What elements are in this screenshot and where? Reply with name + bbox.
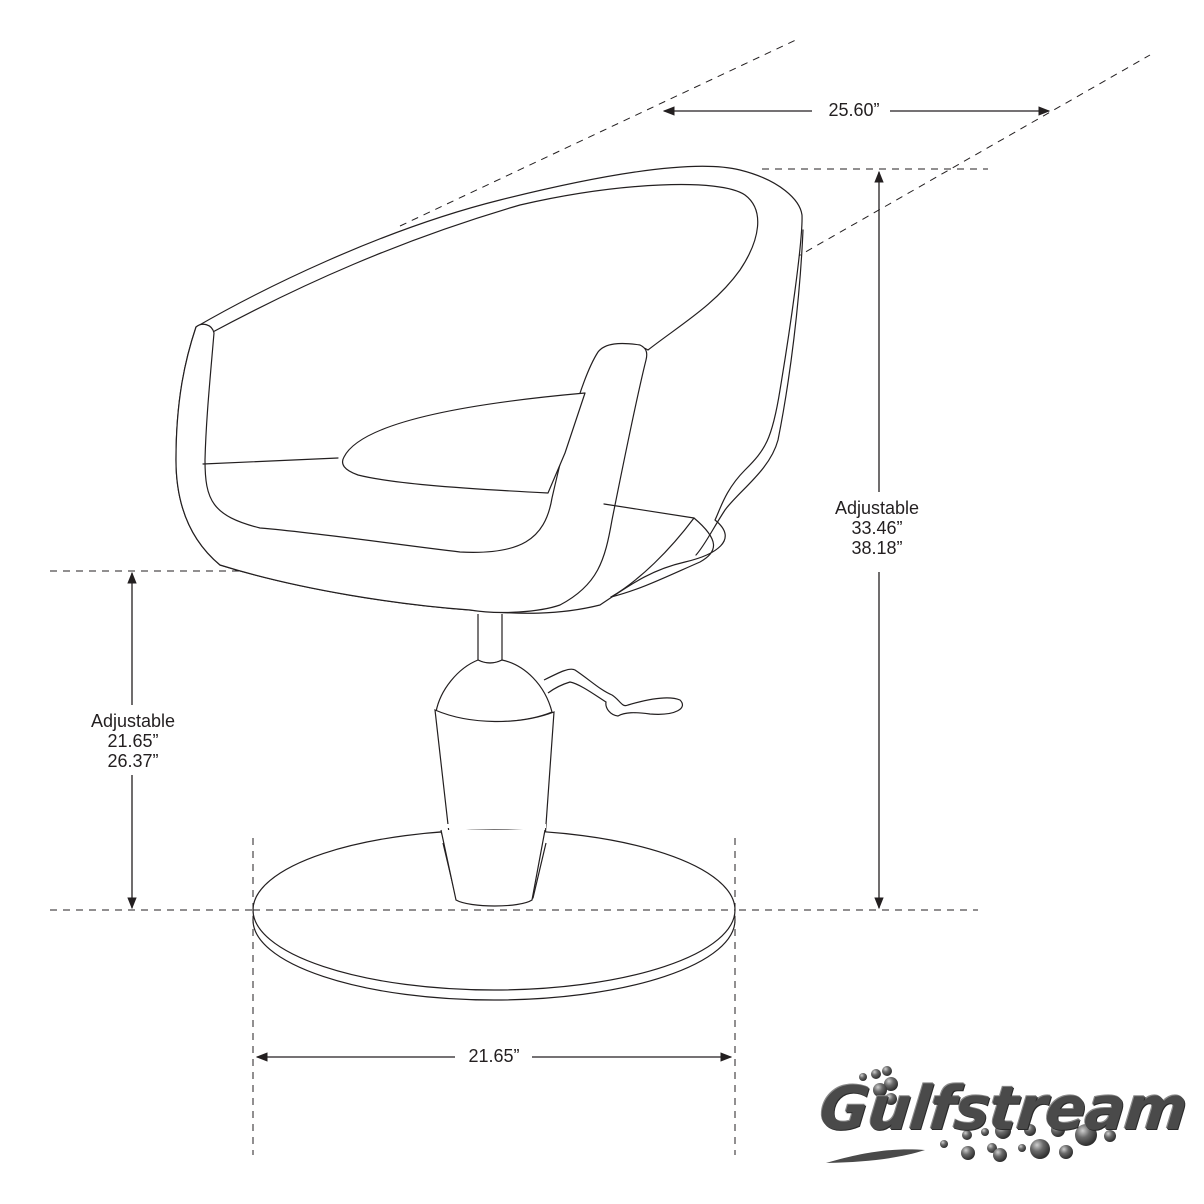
shell-right-edge	[695, 229, 804, 556]
seat-height-label: Adjustable	[90, 711, 176, 731]
seat-height-max: 26.37”	[107, 751, 159, 771]
logo-wordmark: Gulfstream	[816, 1074, 1191, 1144]
seat-seam-left	[202, 457, 339, 465]
shell-lower-curve	[610, 517, 695, 598]
seat-height-min: 21.65”	[107, 731, 159, 751]
depth-extension-back	[399, 37, 801, 227]
left-arm	[175, 323, 648, 614]
column-foot	[440, 829, 546, 907]
depth-dimension-label: 25.60”	[818, 100, 890, 121]
seat-height-dimension: Adjustable 21.65” 26.37”	[80, 711, 186, 771]
overall-height-dimension: Adjustable 33.46” 38.18”	[824, 498, 930, 558]
overall-height-max: 38.18”	[851, 538, 903, 558]
pump-lever	[543, 668, 683, 717]
seat-cushion	[341, 392, 586, 494]
seat-skirt	[603, 503, 715, 598]
stem	[477, 614, 503, 664]
bubbles-icon	[859, 1066, 1116, 1162]
lift-dome	[435, 659, 553, 723]
overall-height-label: Adjustable	[834, 498, 920, 518]
base-diameter-dimension-label: 21.65”	[458, 1046, 530, 1067]
gulfstream-logo: Gulfstream	[812, 1062, 1190, 1172]
overall-height-min: 33.46”	[851, 518, 903, 538]
dimension-arrows	[127, 106, 1051, 1062]
logo-swoosh	[826, 1149, 925, 1163]
chair-outline	[175, 165, 804, 614]
rim-inner	[208, 183, 759, 351]
